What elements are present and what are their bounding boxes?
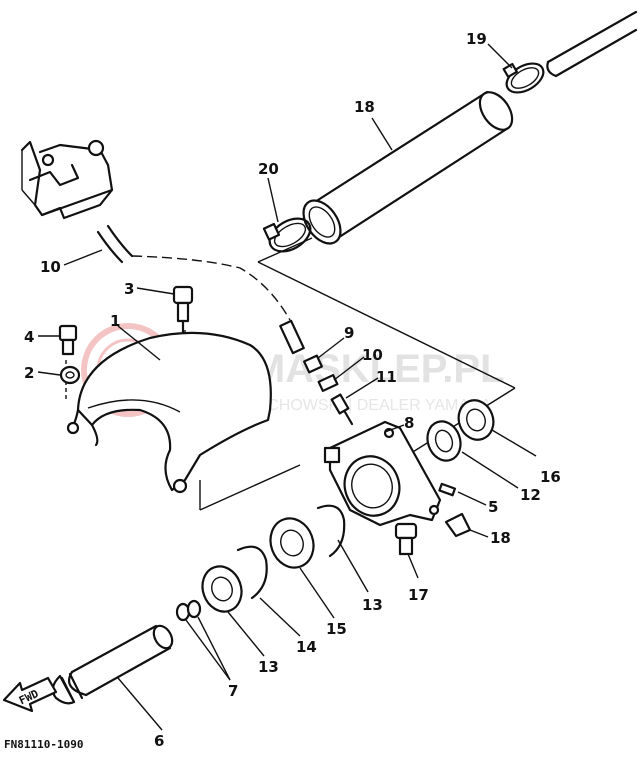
fwd-arrow-icon: FWD xyxy=(2,676,58,713)
bearing-housing xyxy=(323,420,442,527)
callout-13-upper: 12 xyxy=(520,486,541,504)
callout-labels: 19 18 20 10 3 1 4 2 9 10 11 8 16 12 5 18… xyxy=(24,30,561,750)
circlip-upper-14 xyxy=(316,504,346,558)
drive-shaft-tube xyxy=(302,90,514,245)
callout-12: 11 xyxy=(376,368,397,386)
diagram-code: FN81110-1090 xyxy=(4,738,83,751)
callout-20-lower: 20 xyxy=(258,160,279,178)
hose-clamp-top xyxy=(502,62,545,94)
o-rings-part-7 xyxy=(175,599,202,622)
callout-20-top: 19 xyxy=(466,30,487,48)
callout-8: 8 xyxy=(404,414,414,432)
leader-lines xyxy=(37,43,537,731)
watermark-subtitle: WOJCIECHOWSKI | DEALER YAMAHA xyxy=(205,397,492,414)
callout-4: 4 xyxy=(24,328,34,346)
callout-1: 1 xyxy=(110,312,120,330)
bearing-upper-13 xyxy=(426,420,462,462)
callout-11: 10 xyxy=(362,346,383,364)
callout-17: 17 xyxy=(408,586,429,604)
bearing-lower-13 xyxy=(201,565,243,613)
drive-shaft-part-6 xyxy=(51,624,174,705)
callout-13-lower: 13 xyxy=(258,658,279,676)
callout-18: 18 xyxy=(490,529,511,547)
callout-16: 16 xyxy=(540,468,561,486)
callout-9: 9 xyxy=(344,324,354,342)
grease-hose xyxy=(96,224,305,355)
housing-cover xyxy=(66,331,272,494)
bearing-part-15 xyxy=(269,517,315,569)
pin-part-5 xyxy=(438,482,457,497)
callout-7: 7 xyxy=(228,682,238,700)
bearing-upper-16 xyxy=(457,399,495,441)
mounting-bracket xyxy=(20,139,114,220)
drive-shaft-top xyxy=(546,10,638,78)
callout-6: 6 xyxy=(154,732,164,750)
hose-clamp-lower xyxy=(262,217,312,253)
callout-14-lower: 14 xyxy=(296,638,317,656)
callout-19: 18 xyxy=(354,98,375,116)
washer-part-2 xyxy=(59,365,81,385)
bolt-part-4 xyxy=(58,324,78,356)
callout-15: 15 xyxy=(326,620,347,638)
grease-nipple xyxy=(172,285,194,334)
callout-10: 10 xyxy=(40,258,61,276)
callout-3: 3 xyxy=(124,280,134,298)
callout-2: 2 xyxy=(24,364,34,382)
clip-part-18 xyxy=(444,512,472,538)
bolt-part-17 xyxy=(394,522,418,556)
callout-5: 5 xyxy=(488,498,498,516)
callout-14-upper: 13 xyxy=(362,596,383,614)
fitting-part-9 xyxy=(303,354,323,374)
nipple-part-12 xyxy=(330,393,354,426)
circlip-lower-14 xyxy=(236,545,268,600)
